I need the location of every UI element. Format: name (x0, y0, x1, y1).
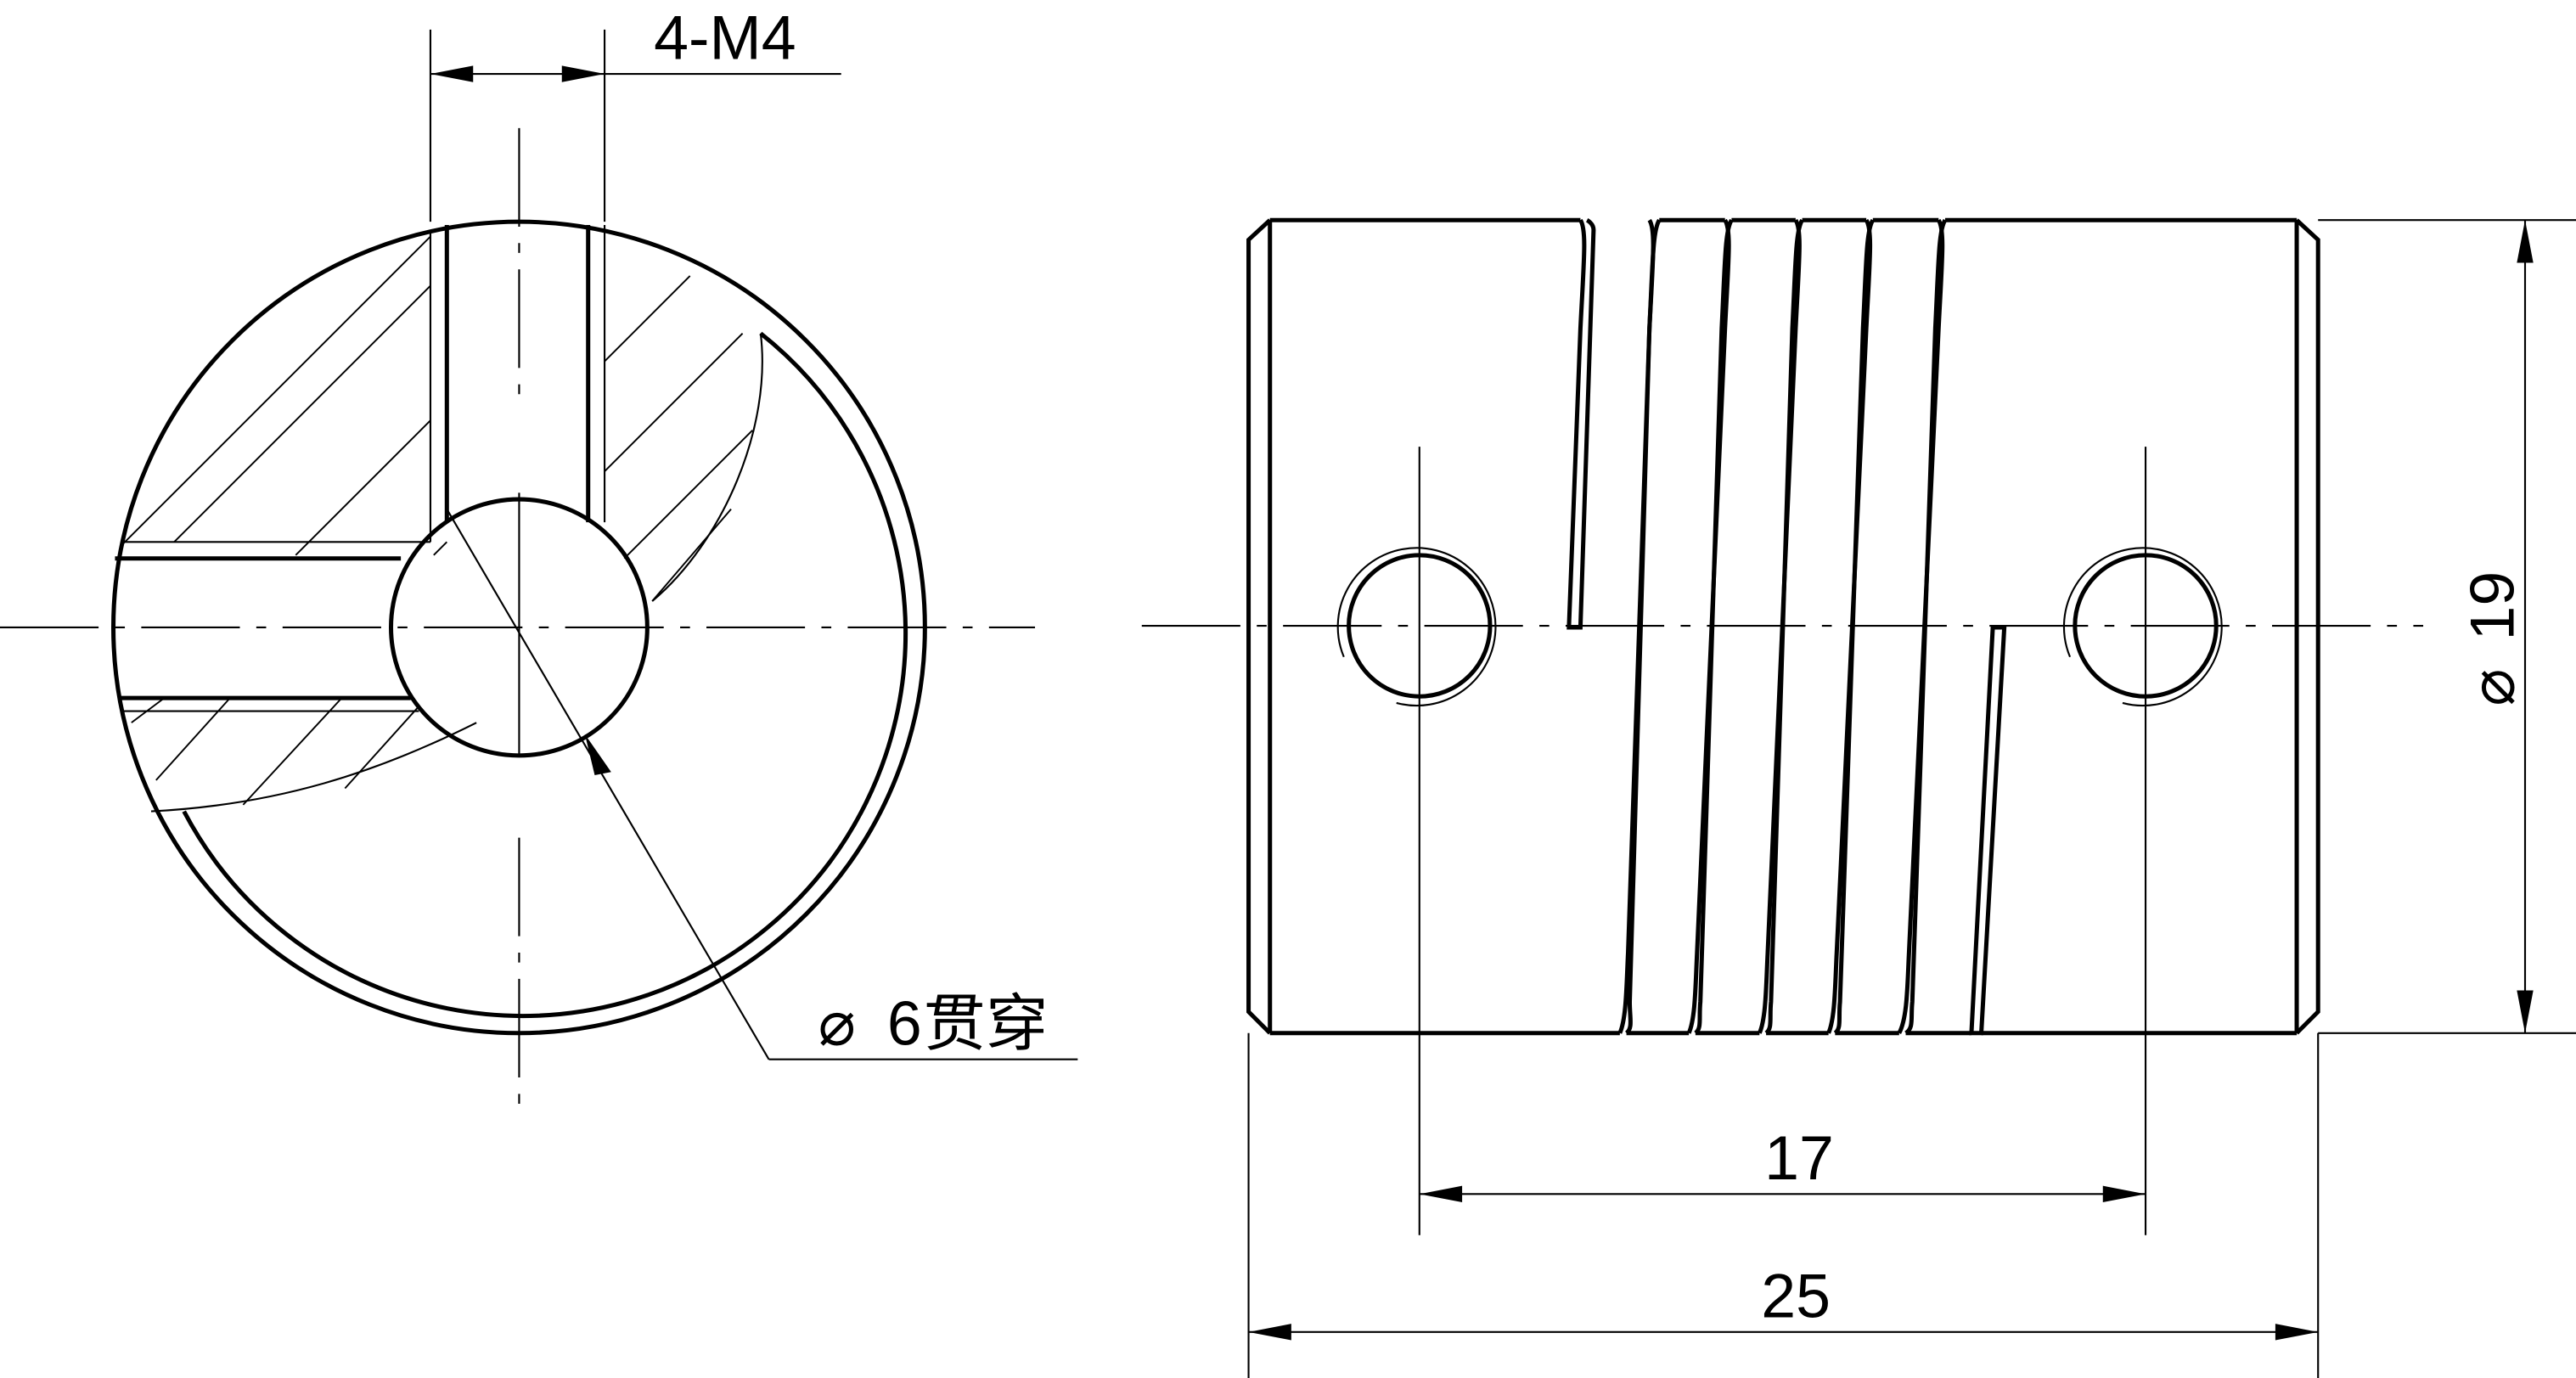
hole-spacing-label: 17 (1764, 1122, 1834, 1193)
body-outline (1269, 217, 2298, 1036)
thread-callout-label: 4-M4 (654, 3, 796, 73)
overall-length-label: 25 (1761, 1260, 1831, 1330)
diameter-value: 19 (2456, 571, 2527, 641)
diameter-symbol: ⌀ (2456, 669, 2527, 706)
bore-callout-note: 贯穿 (923, 987, 1048, 1058)
chamfer-arc (182, 331, 908, 1019)
bore-callout-value: 6 (887, 987, 922, 1058)
bore-leader (446, 509, 770, 1060)
bore-callout-symbol: ⌀ (818, 987, 856, 1058)
section-hatching (121, 235, 763, 813)
screw-thread-arc-right (2062, 547, 2223, 707)
spiral-slots (1566, 217, 2007, 1036)
screw-thread-arc-left (1336, 547, 1497, 707)
side-view: ⌀ 19 17 25 (1141, 217, 2576, 1378)
end-section-view: 4-M4 ⌀ 6 贯穿 (0, 3, 1078, 1117)
